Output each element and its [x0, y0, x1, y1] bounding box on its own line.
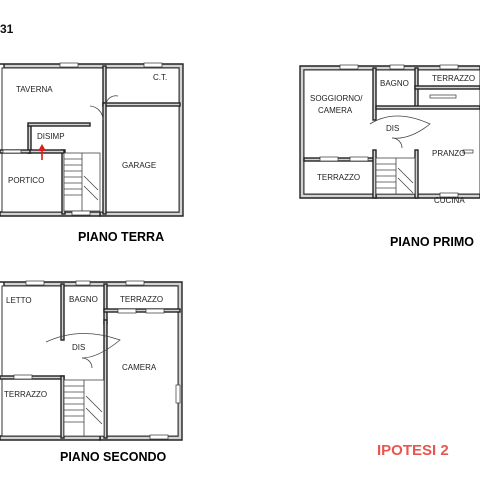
plan-title: PIANO PRIMO [390, 235, 474, 249]
room-label: DISIMP [37, 132, 65, 141]
stair-terra [63, 152, 101, 212]
room-label: C.T. [153, 73, 167, 82]
stair-secondo [63, 379, 105, 437]
stair-primo [375, 157, 416, 195]
room-label: BAGNO [69, 295, 98, 304]
plan-piano-terra: TAVERNA C.T. DISIMP PORTICO GARAGE PIANO… [0, 62, 184, 244]
room-label: TERRAZZO [317, 173, 360, 182]
room-label: TERRAZZO [4, 390, 47, 399]
room-label: PORTICO [8, 176, 44, 185]
room-label: DIS [72, 343, 85, 352]
plan-piano-secondo: LETTO BAGNO TERRAZZO DIS CAMERA TERRAZZO… [0, 280, 183, 464]
plan-piano-primo: SOGGIORNO/ CAMERA BAGNO TERRAZZO DIS PRA… [299, 64, 480, 249]
hypothesis-label: IPOTESI 2 [377, 442, 449, 459]
room-label: LETTO [6, 296, 32, 305]
room-label: TAVERNA [16, 85, 53, 94]
room-label: SOGGIORNO/ [310, 94, 363, 103]
plan-title: PIANO SECONDO [60, 450, 167, 464]
room-label: TERRAZZO [120, 295, 163, 304]
room-label: CUCINA [434, 196, 465, 205]
room-label: CAMERA [122, 363, 157, 372]
plan-title: PIANO TERRA [78, 230, 164, 244]
page-number: 31 [0, 22, 14, 36]
room-label: GARAGE [122, 161, 156, 170]
room-label: CAMERA [318, 106, 353, 115]
room-label: PRANZO [432, 149, 465, 158]
room-label: BAGNO [380, 79, 409, 88]
room-label: DIS [386, 124, 399, 133]
room-label: TERRAZZO [432, 74, 475, 83]
